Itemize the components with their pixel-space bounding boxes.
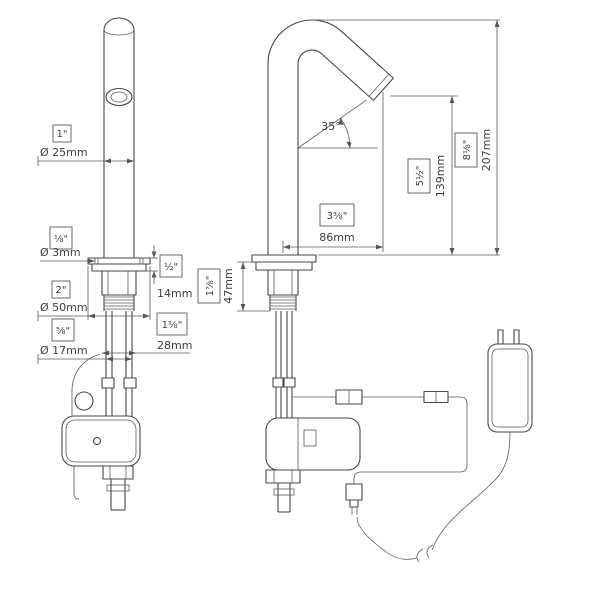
dim-label-inch: 1⅞" — [205, 276, 216, 297]
dim-label-inch: ½" — [164, 261, 178, 273]
side-control-box — [265, 417, 361, 513]
dim-label-inch: ⅝" — [56, 326, 70, 337]
pipe-fitting — [272, 377, 284, 388]
dim-label-mm: 47mm — [222, 268, 235, 303]
dim-label-mm: Ø 25mm — [40, 146, 88, 159]
spout-tip — [372, 77, 394, 101]
side-base — [251, 254, 317, 311]
dim-label-inch: 2" — [56, 285, 67, 296]
dim-label-mm: 86mm — [319, 231, 354, 244]
cable-break-mark — [426, 544, 434, 559]
dim-sensor-hole: ⅛" Ø 3mm — [40, 226, 95, 264]
angle-label: 35° — [321, 120, 341, 133]
dim-total-height: 8⅛" 207mm — [313, 19, 500, 256]
dim-pipe-diameter: ⅝" Ø 17mm — [37, 318, 132, 364]
front-control-box — [61, 353, 141, 511]
dim-label-mm: 14mm — [157, 287, 192, 300]
dim-base-diameter: 2" Ø 50mm — [37, 266, 151, 321]
dim-label-inch: 8⅛" — [462, 140, 473, 161]
plug-connector — [345, 483, 363, 501]
dim-label-mm: 139mm — [434, 155, 447, 197]
power-adapter — [356, 329, 533, 563]
pipe-fitting — [123, 377, 137, 389]
cable-break-mark — [416, 548, 424, 563]
dim-spout-reach: 3⅜" 86mm — [282, 92, 384, 253]
cable-harness — [292, 389, 468, 515]
pipe-fitting — [283, 377, 296, 388]
dim-label-mm: Ø 17mm — [40, 344, 88, 357]
spout-outlet-inner — [110, 91, 128, 103]
control-box-side — [265, 417, 361, 471]
dim-label-inch: ⅛" — [54, 234, 68, 245]
dim-label-inch: 1" — [57, 129, 68, 140]
plug-prong — [497, 329, 504, 345]
dim-label-inch: 1⅛" — [162, 320, 183, 331]
sensor-cable — [71, 353, 101, 416]
adapter-body — [487, 343, 533, 433]
drain-wire — [73, 466, 80, 500]
control-box-front — [61, 415, 141, 467]
plug-prong — [513, 329, 520, 345]
front-supply-pipes — [101, 311, 137, 416]
adapter-cord-end — [356, 516, 418, 560]
dim-label-mm: Ø 50mm — [40, 301, 88, 314]
dim-flange-thickness: ½" 14mm — [146, 245, 192, 300]
cable-coil — [74, 391, 94, 411]
dim-spout-angle: 35° — [297, 99, 378, 149]
front-view: 1" Ø 25mm ⅛" Ø 3mm ½" 14mm — [37, 17, 192, 511]
dim-label-inch: 3⅜" — [327, 211, 348, 222]
front-spout — [103, 17, 135, 258]
dim-shank-length: 1⅞" 47mm — [197, 261, 270, 312]
dim-label-mm: Ø 3mm — [40, 246, 81, 259]
side-view: 35° 3⅜" 86mm 5½" 139mm — [197, 19, 533, 563]
hex-nut — [102, 465, 134, 480]
hex-nut — [265, 469, 301, 484]
dim-label-inch: 5½" — [414, 166, 426, 187]
spout-outlet-ring — [105, 87, 133, 107]
dim-label-mm: 28mm — [157, 339, 192, 352]
front-base — [87, 257, 151, 311]
dim-outlet-height: 5½" 139mm — [390, 95, 458, 255]
box-screw — [92, 436, 102, 446]
adapter-cord — [431, 431, 511, 551]
pipe-fitting — [101, 377, 115, 389]
side-faucet-body — [267, 19, 394, 255]
side-supply-pipes — [272, 311, 296, 418]
dim-pipe-span: 1⅛" 28mm — [102, 312, 192, 356]
dim-label-mm: 207mm — [480, 129, 493, 171]
dim-spout-diameter: 1" Ø 25mm — [37, 124, 134, 166]
